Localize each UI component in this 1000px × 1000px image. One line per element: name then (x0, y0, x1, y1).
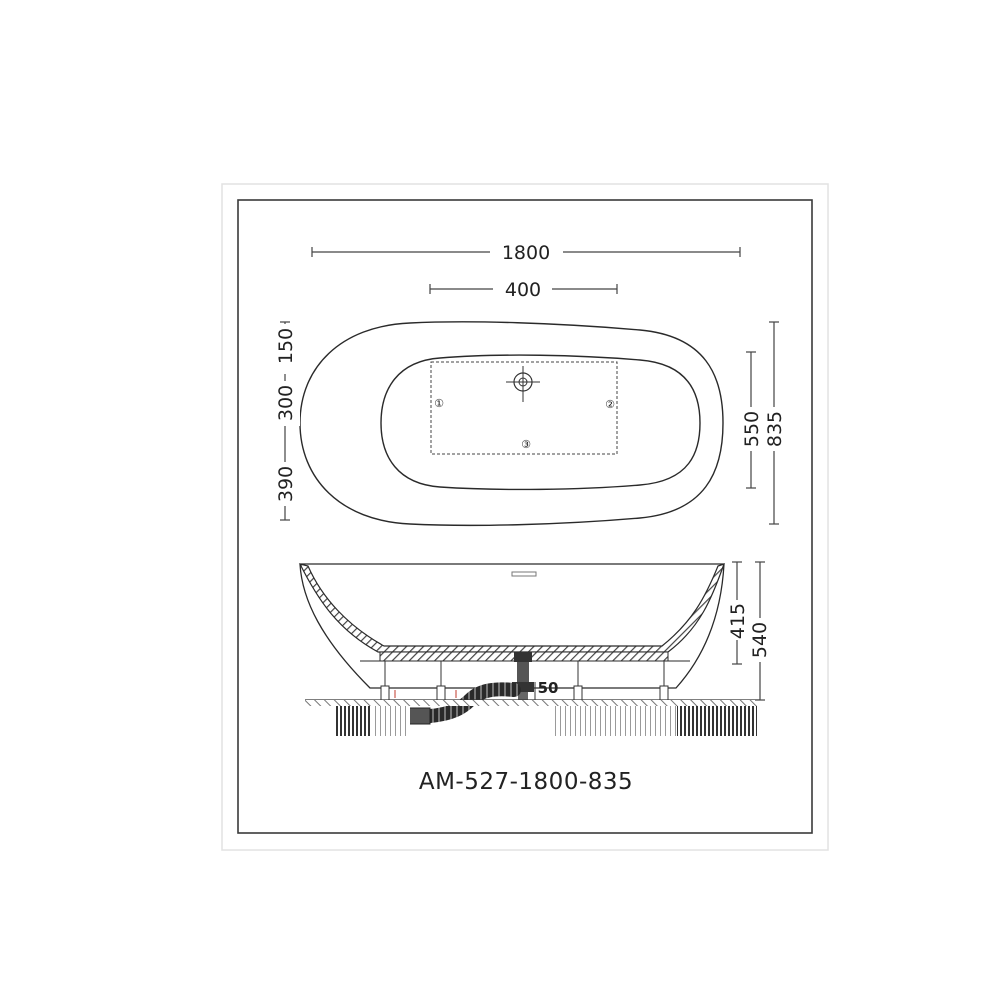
inner-width-label: 550 (741, 411, 763, 447)
drain-icon (506, 366, 540, 402)
inner-depth-label: 415 (727, 603, 749, 639)
offset-top-label: 150 (275, 328, 297, 364)
offset-bottom-label: 390 (275, 466, 297, 502)
dimension-width-inner: 550 (738, 351, 766, 489)
floor-hatch (305, 700, 760, 706)
tub-shell-section (298, 563, 725, 653)
outer-width-label: 835 (764, 411, 786, 447)
outer-rim-outline (299, 321, 724, 527)
dimension-drain-zone: 400 (429, 279, 618, 301)
tub-outer-shell (299, 563, 725, 689)
outer-frame (221, 183, 829, 851)
dimension-drain-clearance: 50 (534, 679, 559, 700)
inner-basin-outline (380, 354, 701, 491)
drain-clearance-label: 50 (538, 679, 559, 697)
support-marker-1: ① (434, 397, 444, 410)
support-marker-3: ③ (521, 438, 531, 451)
dimension-length: 1800 (311, 242, 741, 264)
length-label: 1800 (502, 242, 550, 264)
total-height-label: 540 (749, 622, 771, 658)
model-code: AM-527-1800-835 (419, 769, 633, 795)
side-view: 50 415 540 (298, 561, 772, 736)
floor-block-left-light (372, 706, 410, 736)
dimension-left-chain: 150 300 390 (270, 321, 300, 521)
support-marker-2: ② (605, 398, 615, 411)
floor-block-mid-light (555, 706, 677, 736)
dimension-total-height: 540 (749, 561, 772, 701)
overflow-slot (511, 571, 537, 577)
dimension-width-outer: 835 (764, 321, 786, 525)
floor-block-right-dark (677, 706, 757, 736)
offset-middle-label: 300 (275, 385, 297, 421)
support-feet (380, 661, 669, 701)
drain-assembly (512, 652, 534, 700)
top-view: 1800 400 ① ② ③ (270, 242, 786, 527)
floor-block-left-dark (334, 706, 372, 736)
dimension-inner-depth: 415 (724, 561, 750, 665)
inner-frame (237, 199, 813, 834)
drain-zone-rect (430, 361, 618, 455)
drain-zone-label: 400 (505, 279, 541, 301)
hose-connector (407, 707, 431, 725)
